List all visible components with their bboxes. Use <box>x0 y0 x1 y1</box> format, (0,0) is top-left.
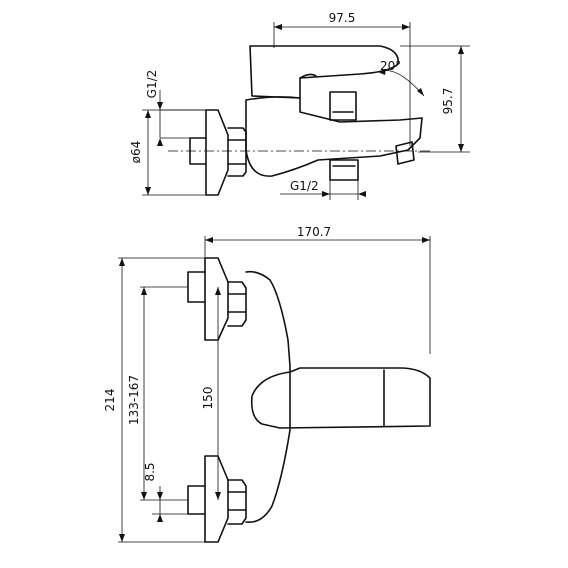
label-thread-top: G1/2 <box>145 70 159 99</box>
front-inlet-lower <box>187 485 206 515</box>
label-width-top: 97.5 <box>329 11 356 25</box>
front-nut-upper <box>227 281 247 327</box>
side-hex-nut <box>227 127 247 177</box>
front-spout <box>250 367 431 429</box>
side-diverter-knob <box>329 91 357 121</box>
front-flange-upper <box>204 257 229 341</box>
label-height-total: 214 <box>103 389 117 412</box>
label-width-total: 170.7 <box>297 225 331 239</box>
side-flange <box>205 109 229 196</box>
label-center-distance: 150 <box>201 387 215 410</box>
side-lever-joint <box>299 73 317 79</box>
side-body <box>245 96 423 177</box>
label-diameter: ø64 <box>129 141 143 164</box>
label-center-range: 133-167 <box>127 375 141 425</box>
label-thread-outlet: G1/2 <box>290 179 319 193</box>
side-spout-tip <box>395 141 415 165</box>
front-body <box>245 270 291 523</box>
label-angle: 20° <box>380 59 401 73</box>
side-lever-handle <box>249 45 399 99</box>
front-inlet-upper <box>187 271 206 303</box>
side-outlet-stub <box>329 159 359 181</box>
side-view: 97.5 95.7 20° G1/2 ø64 G1/2 <box>129 11 470 200</box>
front-nut-lower <box>227 479 247 525</box>
label-height-top: 95.7 <box>441 88 455 115</box>
label-offset: 8.5 <box>143 462 157 481</box>
front-flange-lower <box>204 455 229 543</box>
front-view: 170.7 214 133-167 150 8.5 <box>103 225 431 543</box>
